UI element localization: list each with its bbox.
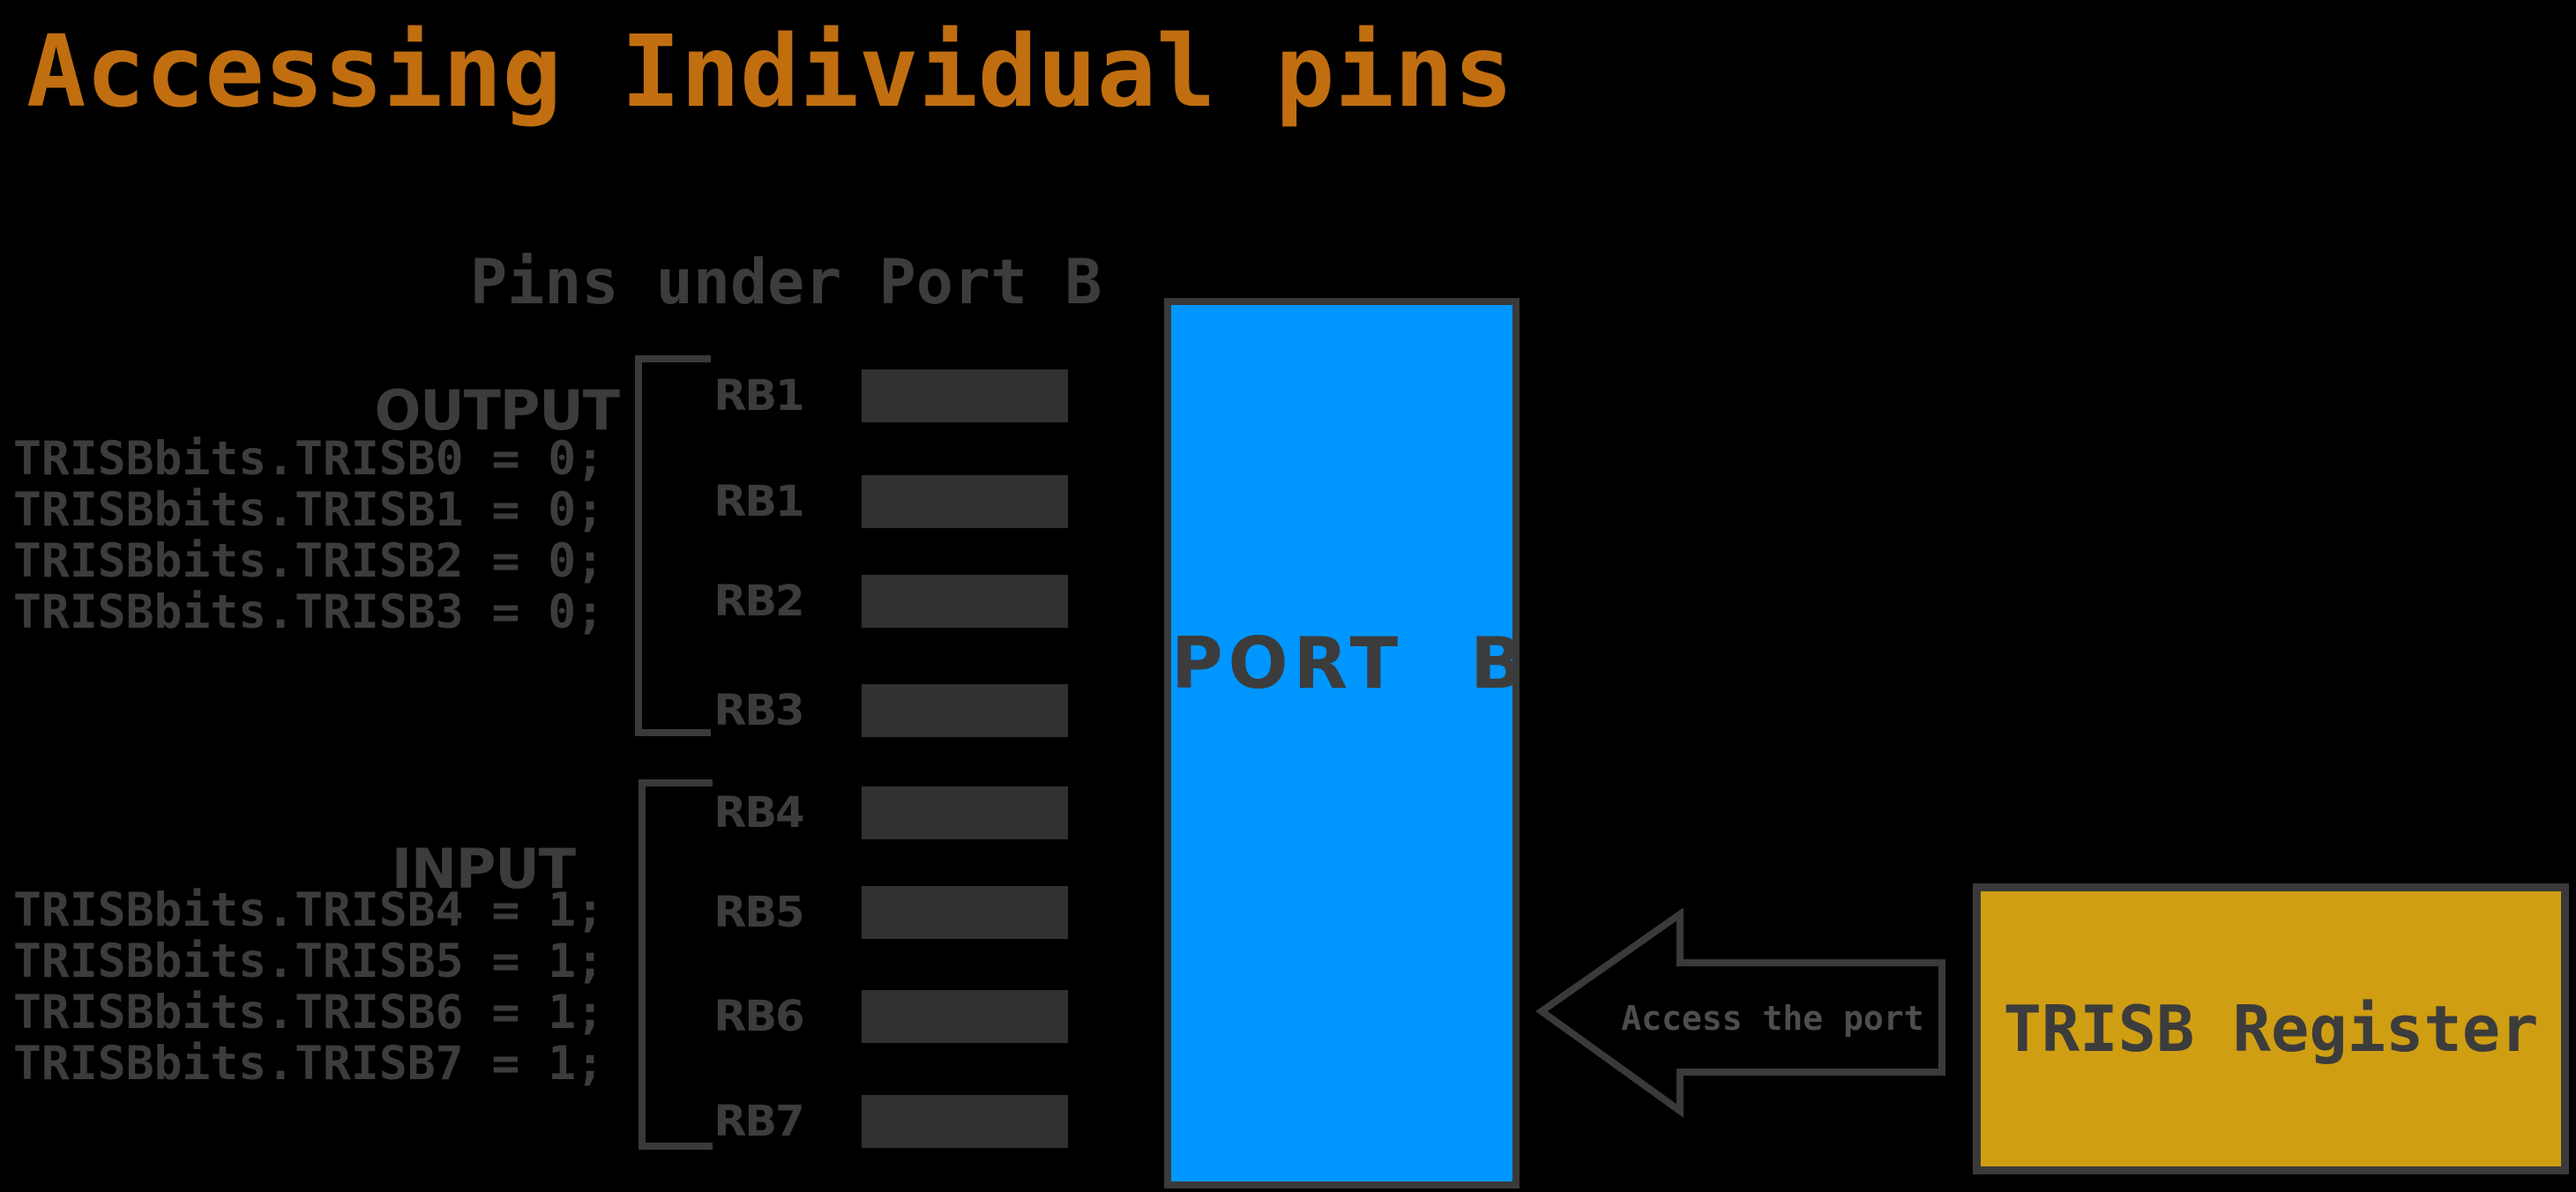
trisb-register-label: TRISB Register: [2003, 992, 2539, 1066]
pin-bar: [862, 575, 1068, 628]
pin-label: RB6: [713, 992, 805, 1041]
pin-label: RB7: [713, 1097, 805, 1146]
trisb-register-box: TRISB Register: [1973, 883, 2569, 1174]
code-line: TRISBbits.TRISB1 = 0;: [13, 483, 605, 537]
input-bracket: [638, 779, 713, 1150]
pin-bar: [862, 990, 1068, 1043]
portb-label: PORT B: [1171, 622, 1530, 704]
code-line: TRISBbits.TRISB6 = 1;: [13, 986, 605, 1039]
pin-bar: [862, 684, 1068, 737]
portb-box: PORT B: [1164, 298, 1530, 1188]
code-line: TRISBbits.TRISB3 = 0;: [13, 585, 605, 639]
code-line: TRISBbits.TRISB7 = 1;: [13, 1037, 605, 1091]
pin-bar: [862, 475, 1068, 528]
output-label: OUTPUT: [374, 378, 620, 443]
code-line: TRISBbits.TRISB5 = 1;: [13, 935, 605, 988]
code-line: TRISBbits.TRISB2 = 0;: [13, 534, 605, 588]
pin-bar: [862, 369, 1068, 422]
code-line: TRISBbits.TRISB4 = 1;: [13, 883, 605, 937]
pin-label: RB1: [713, 371, 805, 421]
input-label: INPUT: [391, 837, 576, 901]
pin-label: RB5: [713, 888, 805, 937]
pin-label: RB1: [713, 477, 805, 526]
access-arrow-label: Access the port: [1621, 999, 1923, 1038]
left-arrow-icon: [1535, 907, 1945, 1118]
code-line: TRISBbits.TRISB0 = 0;: [13, 432, 605, 486]
output-bracket: [635, 355, 711, 736]
access-arrow: Access the port: [1535, 907, 1945, 1118]
pin-bar: [862, 1095, 1068, 1148]
pin-label: RB3: [713, 686, 805, 735]
pin-label: RB4: [713, 788, 805, 838]
pin-bar: [862, 886, 1068, 939]
pins-heading: Pins under Port B: [470, 246, 1102, 318]
pin-bar: [862, 786, 1068, 839]
page-title: Accessing Individual pins: [26, 15, 1513, 130]
pin-label: RB2: [713, 577, 805, 626]
